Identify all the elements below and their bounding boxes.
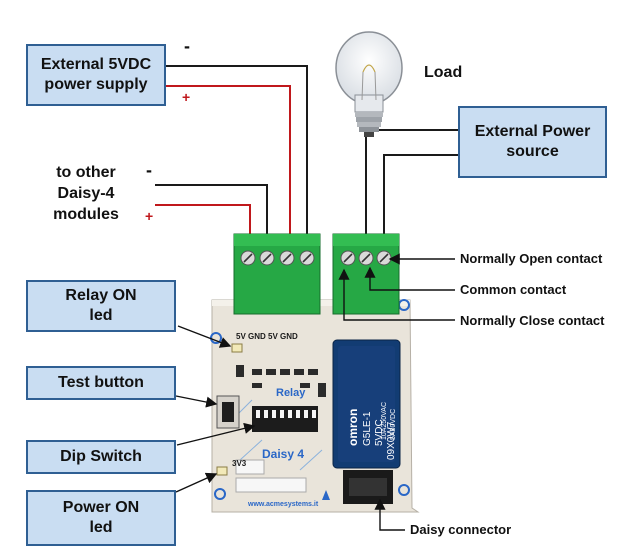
dip-switch-component [252,406,318,432]
mount-hole [398,484,410,496]
normally-open-label: Normally Open contact [460,251,603,266]
modules-minus-sign: - [146,160,152,180]
relay-component [332,339,401,469]
relay-rating-ac: 10A250VAC [381,402,388,440]
light-bulb-icon [335,31,403,137]
pin-labels: 5V GND 5V GND [236,332,298,341]
external-supply-box: External 5VDC power supply [26,44,166,106]
common-contact-label: Common contact [460,282,567,297]
relay-model-text: G5LE-1 [362,411,373,446]
daisy-connector-label: Daisy connector [410,522,512,537]
supply-wires [165,65,308,240]
test-button-box: Test button [26,366,176,400]
relay-rating-dc: 5A30VDC [390,409,397,440]
relay-on-led [231,343,243,353]
load-wires [365,125,460,240]
mount-hole [214,488,226,500]
external-power-box: External Power source [458,106,607,178]
dip-switch-box: Dip Switch [26,440,176,474]
relay-brand-text: omron [346,409,360,446]
callout-arrows [175,253,455,531]
relay-led-box: Relay ON led [26,280,176,332]
relay-voltage-text: 5VDC [374,419,385,446]
load-label: Load [424,64,463,81]
other-modules-label: to other Daisy-4 modules [53,164,119,223]
supply-plus-sign: + [182,89,191,105]
acme-logo-icon [322,490,330,500]
modules-plus-sign: + [145,208,154,224]
v3-text: 3V3 [232,459,247,468]
relay-terminal-block [332,233,400,315]
supply-minus-sign: - [184,36,190,56]
power-terminal-block [233,233,321,315]
power-led-box: Power ON led [26,490,176,546]
power-on-led [216,466,228,476]
product-name-text: Daisy 4 [262,447,304,461]
daisy4-board [210,299,420,513]
module-wires [155,184,268,240]
relay-title-text: Relay [276,387,306,399]
relay-code-text: 09X0W7 [386,421,397,460]
normally-close-label: Normally Close contact [460,313,605,328]
board-url-text: www.acmesystems.it [247,501,319,508]
